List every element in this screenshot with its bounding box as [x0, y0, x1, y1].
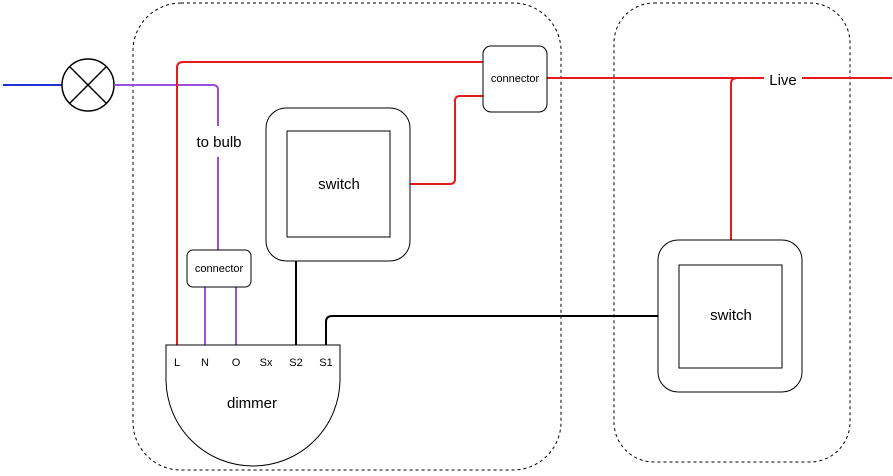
- dimmer-body: [165, 344, 341, 467]
- to-bulb-label: to bulb: [196, 134, 241, 151]
- switch-left-rocker: [286, 130, 391, 238]
- connector-left-label: connector: [195, 263, 244, 275]
- dimmer-label: dimmer: [227, 395, 277, 412]
- live-wire-switch-left: [410, 95, 483, 185]
- live-wire-switch: [730, 77, 738, 240]
- live-label-bg: [764, 70, 802, 88]
- terminal-S2: S2: [289, 357, 302, 369]
- bulb-icon: [61, 58, 115, 112]
- connector-top: [482, 45, 548, 113]
- switch-enclosure: [613, 2, 851, 463]
- live-wire-L: [176, 61, 483, 345]
- to-bulb-label-bg: [187, 128, 251, 154]
- connector-left: [186, 249, 252, 288]
- terminal-N: N: [201, 357, 209, 369]
- live-label: Live: [769, 72, 797, 89]
- terminal-O: O: [232, 357, 241, 369]
- terminal-L: L: [174, 357, 180, 369]
- connector-top-label: connector: [491, 73, 540, 85]
- terminal-Sx: Sx: [260, 357, 273, 369]
- switch-left-label: switch: [318, 176, 360, 193]
- dimmer-enclosure: [132, 2, 562, 471]
- bulb-wire-upper: [114, 84, 219, 126]
- switch-right-rocker: [678, 264, 783, 369]
- switch-right-label: switch: [710, 307, 752, 324]
- terminal-S1: S1: [319, 357, 332, 369]
- wire-S1: [325, 315, 658, 345]
